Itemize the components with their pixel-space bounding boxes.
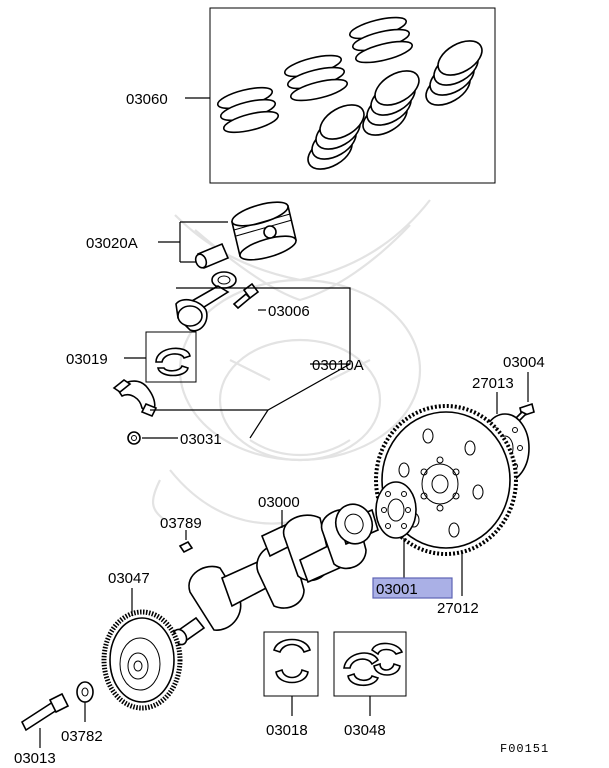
callout-03789[interactable]: 03789 <box>160 515 202 532</box>
piston-part[interactable] <box>230 197 299 264</box>
callout-03047[interactable]: 03047 <box>108 570 150 587</box>
callout-03013[interactable]: 03013 <box>14 750 56 767</box>
figure-id: F00151 <box>500 742 549 756</box>
main-bearing-box[interactable] <box>263 631 319 697</box>
key[interactable] <box>178 540 194 554</box>
callout-03020A[interactable]: 03020A <box>86 235 138 252</box>
thrust-bearing-box[interactable] <box>333 631 407 697</box>
connecting-rod[interactable] <box>175 271 237 332</box>
callout-03000[interactable]: 03000 <box>258 494 300 511</box>
rings-box <box>209 7 496 184</box>
callout-03060[interactable]: 03060 <box>126 91 168 108</box>
rod-nut[interactable] <box>127 431 141 445</box>
piston-rings-group[interactable] <box>209 7 496 184</box>
crankshaft[interactable] <box>171 499 379 647</box>
callout-03018[interactable]: 03018 <box>266 722 308 739</box>
washer[interactable] <box>76 681 94 703</box>
piston-pin[interactable] <box>194 242 230 270</box>
rod-cap[interactable] <box>112 379 158 418</box>
rod-bearing-box[interactable] <box>145 331 197 383</box>
callout-03019[interactable]: 03019 <box>66 351 108 368</box>
callout-03010A[interactable]: 03010A <box>312 357 364 374</box>
drive-plate[interactable] <box>375 481 417 539</box>
callout-27012[interactable]: 27012 <box>437 600 479 617</box>
crank-bolt[interactable] <box>20 692 70 732</box>
crank-pulley[interactable] <box>101 609 183 711</box>
callout-03006[interactable]: 03006 <box>268 303 310 320</box>
callout-03001[interactable]: 03001 <box>376 581 418 598</box>
callout-27013[interactable]: 27013 <box>472 375 514 392</box>
callout-03782[interactable]: 03782 <box>61 728 103 745</box>
callout-03048[interactable]: 03048 <box>344 722 386 739</box>
highlight-box <box>372 577 453 599</box>
callout-03031[interactable]: 03031 <box>180 431 222 448</box>
callout-03004[interactable]: 03004 <box>503 354 545 371</box>
